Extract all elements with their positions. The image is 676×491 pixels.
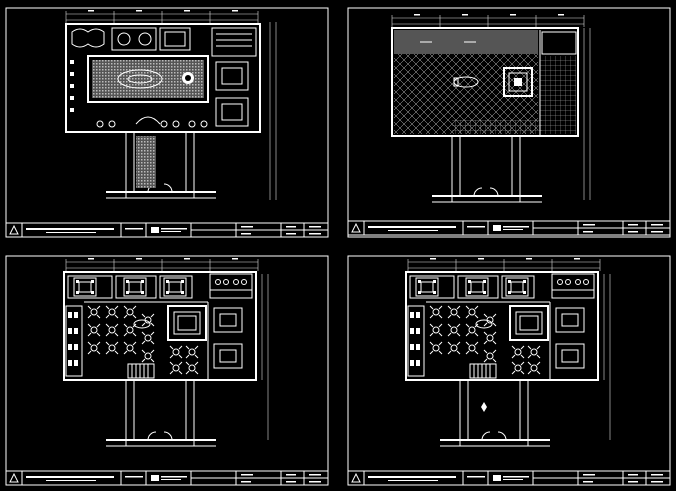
sheet-4-layout bbox=[406, 272, 598, 380]
sheet-4-furniture-plan-alt bbox=[347, 255, 671, 486]
sheet-4-frame bbox=[347, 255, 671, 486]
sheet-3-layout bbox=[64, 272, 256, 380]
sheet-3-frame bbox=[5, 255, 329, 486]
sheet-2-floor-pattern-plan bbox=[347, 7, 671, 238]
sheet-3-furniture-plan bbox=[5, 255, 329, 486]
sheet-2-frame bbox=[347, 7, 671, 238]
sheet-1-ceiling-plan bbox=[5, 7, 329, 238]
